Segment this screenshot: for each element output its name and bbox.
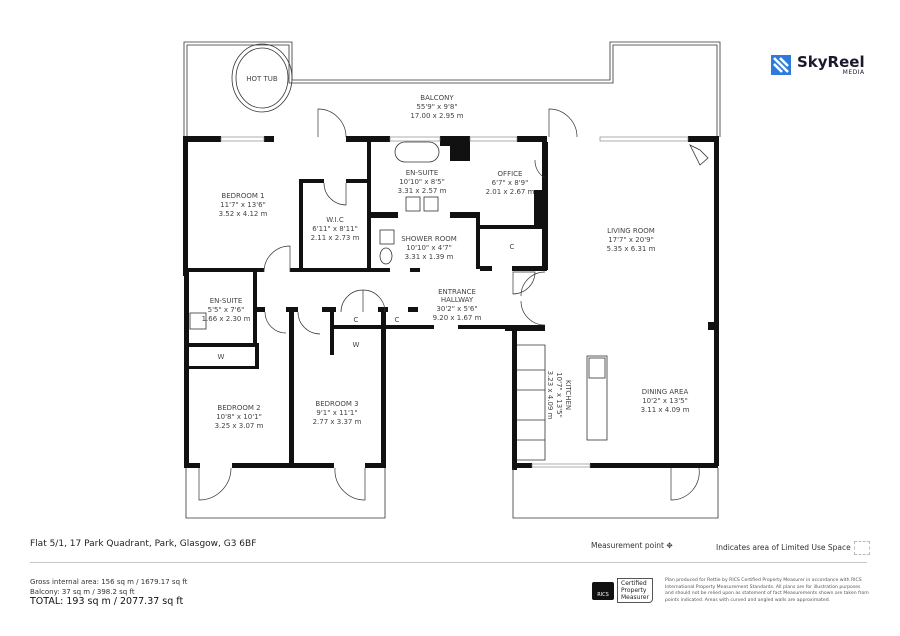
balcony-door-2	[548, 108, 578, 138]
svg-text:3.52 x 4.12 m: 3.52 x 4.12 m	[219, 210, 268, 218]
svg-text:LIVING ROOM: LIVING ROOM	[607, 227, 655, 235]
svg-text:11'7" x 13'6": 11'7" x 13'6"	[220, 201, 266, 209]
svg-text:W: W	[353, 341, 360, 349]
walls	[183, 136, 719, 470]
sink	[189, 312, 207, 330]
balcony-label: BALCONY	[420, 94, 454, 102]
svg-text:5.35 x 6.31 m: 5.35 x 6.31 m	[607, 245, 656, 253]
toilet	[379, 247, 393, 265]
limited-use-swatch	[853, 541, 870, 555]
svg-text:BEDROOM 1: BEDROOM 1	[221, 192, 264, 200]
svg-text:2.11 x 2.73 m: 2.11 x 2.73 m	[311, 234, 360, 242]
svg-text:10'10" x 4'7": 10'10" x 4'7"	[406, 244, 452, 252]
svg-text:2.01 x 2.67 m: 2.01 x 2.67 m	[486, 188, 535, 196]
svg-text:3.11 x 4.09 m: 3.11 x 4.09 m	[641, 406, 690, 414]
hot-tub	[231, 43, 293, 113]
kitchen-island	[586, 355, 608, 441]
svg-text:10'8" x 10'1": 10'8" x 10'1"	[216, 413, 262, 421]
balcony-imperial: 55'9" x 9'8"	[416, 103, 457, 111]
svg-text:SHOWER ROOM: SHOWER ROOM	[401, 235, 457, 243]
sink	[379, 229, 395, 245]
svg-text:W: W	[218, 353, 225, 361]
svg-text:C: C	[395, 316, 400, 324]
svg-text:KITCHEN: KITCHEN	[564, 380, 572, 410]
balcony-door-1	[317, 108, 347, 138]
svg-text:DINING AREA: DINING AREA	[642, 388, 689, 396]
svg-text:3.31 x 2.57 m: 3.31 x 2.57 m	[398, 187, 447, 195]
svg-text:HALLWAY: HALLWAY	[441, 296, 474, 304]
svg-text:W.I.C: W.I.C	[326, 216, 344, 224]
svg-text:BEDROOM 2: BEDROOM 2	[217, 404, 260, 412]
svg-text:ENTRANCE: ENTRANCE	[438, 288, 476, 296]
svg-text:6'7" x 8'9": 6'7" x 8'9"	[492, 179, 529, 187]
svg-text:3.31 x 1.39 m: 3.31 x 1.39 m	[405, 253, 454, 261]
svg-text:30'2" x 5'6": 30'2" x 5'6"	[436, 305, 477, 313]
sink	[423, 196, 439, 212]
property-address: Flat 5/1, 17 Park Quadrant, Park, Glasgo…	[30, 539, 257, 549]
svg-text:9.20 x 1.67 m: 9.20 x 1.67 m	[433, 314, 482, 322]
brand-name: SkyReel	[797, 52, 865, 71]
svg-text:EN-SUITE: EN-SUITE	[406, 169, 439, 177]
disclaimer: Plan produced for Rettie by RICS Certifi…	[665, 578, 869, 603]
total-area: TOTAL: 193 sq m / 2077.37 sq ft	[30, 596, 184, 607]
bathtub	[394, 141, 440, 163]
measurement-point-icon	[689, 144, 709, 166]
room-labels: BEDROOM 1 11'7" x 13'6" 3.52 x 4.12 m W.…	[202, 169, 690, 430]
sink	[405, 196, 421, 212]
svg-text:3.23 x 4.09 m: 3.23 x 4.09 m	[546, 371, 554, 420]
svg-text:9'1" x 11'1": 9'1" x 11'1"	[316, 409, 357, 417]
hob	[588, 357, 606, 379]
svg-text:OFFICE: OFFICE	[498, 170, 523, 178]
limited-use-label: Indicates area of Limited Use Space	[716, 543, 851, 552]
rics-logo: RICS	[592, 581, 614, 600]
svg-text:C: C	[354, 316, 359, 324]
svg-text:2.77 x 3.37 m: 2.77 x 3.37 m	[313, 418, 362, 426]
kitchen-counter	[517, 344, 546, 461]
gross-internal-area: Gross internal area: 156 sq m / 1679.17 …	[30, 578, 188, 586]
brand-logo: SkyReel MEDIA	[770, 54, 865, 76]
limited-use-legend: Indicates area of Limited Use Space	[716, 541, 870, 555]
svg-text:1.66 x 2.30 m: 1.66 x 2.30 m	[202, 315, 251, 323]
divider	[30, 562, 867, 563]
svg-text:C: C	[510, 243, 515, 251]
hot-tub-label: HOT TUB	[246, 75, 278, 83]
balcony-outline	[183, 41, 721, 137]
dining-balcony	[512, 468, 719, 519]
svg-text:10'2" x 13'5": 10'2" x 13'5"	[642, 397, 688, 405]
svg-text:3.25 x 3.07 m: 3.25 x 3.07 m	[215, 422, 264, 430]
brand-sub: MEDIA	[842, 68, 865, 76]
balcony-metric: 17.00 x 2.95 m	[410, 112, 463, 120]
svg-text:BEDROOM 3: BEDROOM 3	[315, 400, 358, 408]
svg-text:17'7" x 20'9": 17'7" x 20'9"	[608, 236, 654, 244]
measurement-point-legend: Measurement point ✥	[591, 541, 673, 550]
svg-text:10'7" x 13'5": 10'7" x 13'5"	[555, 372, 563, 418]
svg-text:5'5" x 7'6": 5'5" x 7'6"	[208, 306, 245, 314]
balcony-area: Balcony: 37 sq m / 398.2 sq ft	[30, 588, 135, 596]
measurement-point-label: Measurement point	[591, 541, 665, 550]
area-summary: Gross internal area: 156 sq m / 1679.17 …	[30, 577, 187, 607]
svg-text:EN-SUITE: EN-SUITE	[210, 297, 243, 305]
bedroom-balcony	[185, 468, 386, 519]
skyreel-logo-icon	[771, 55, 791, 75]
svg-text:10'10" x 8'5": 10'10" x 8'5"	[399, 178, 445, 186]
measurement-arrows-icon: ✥	[666, 541, 673, 550]
svg-text:6'11" x 8'11": 6'11" x 8'11"	[312, 225, 358, 233]
